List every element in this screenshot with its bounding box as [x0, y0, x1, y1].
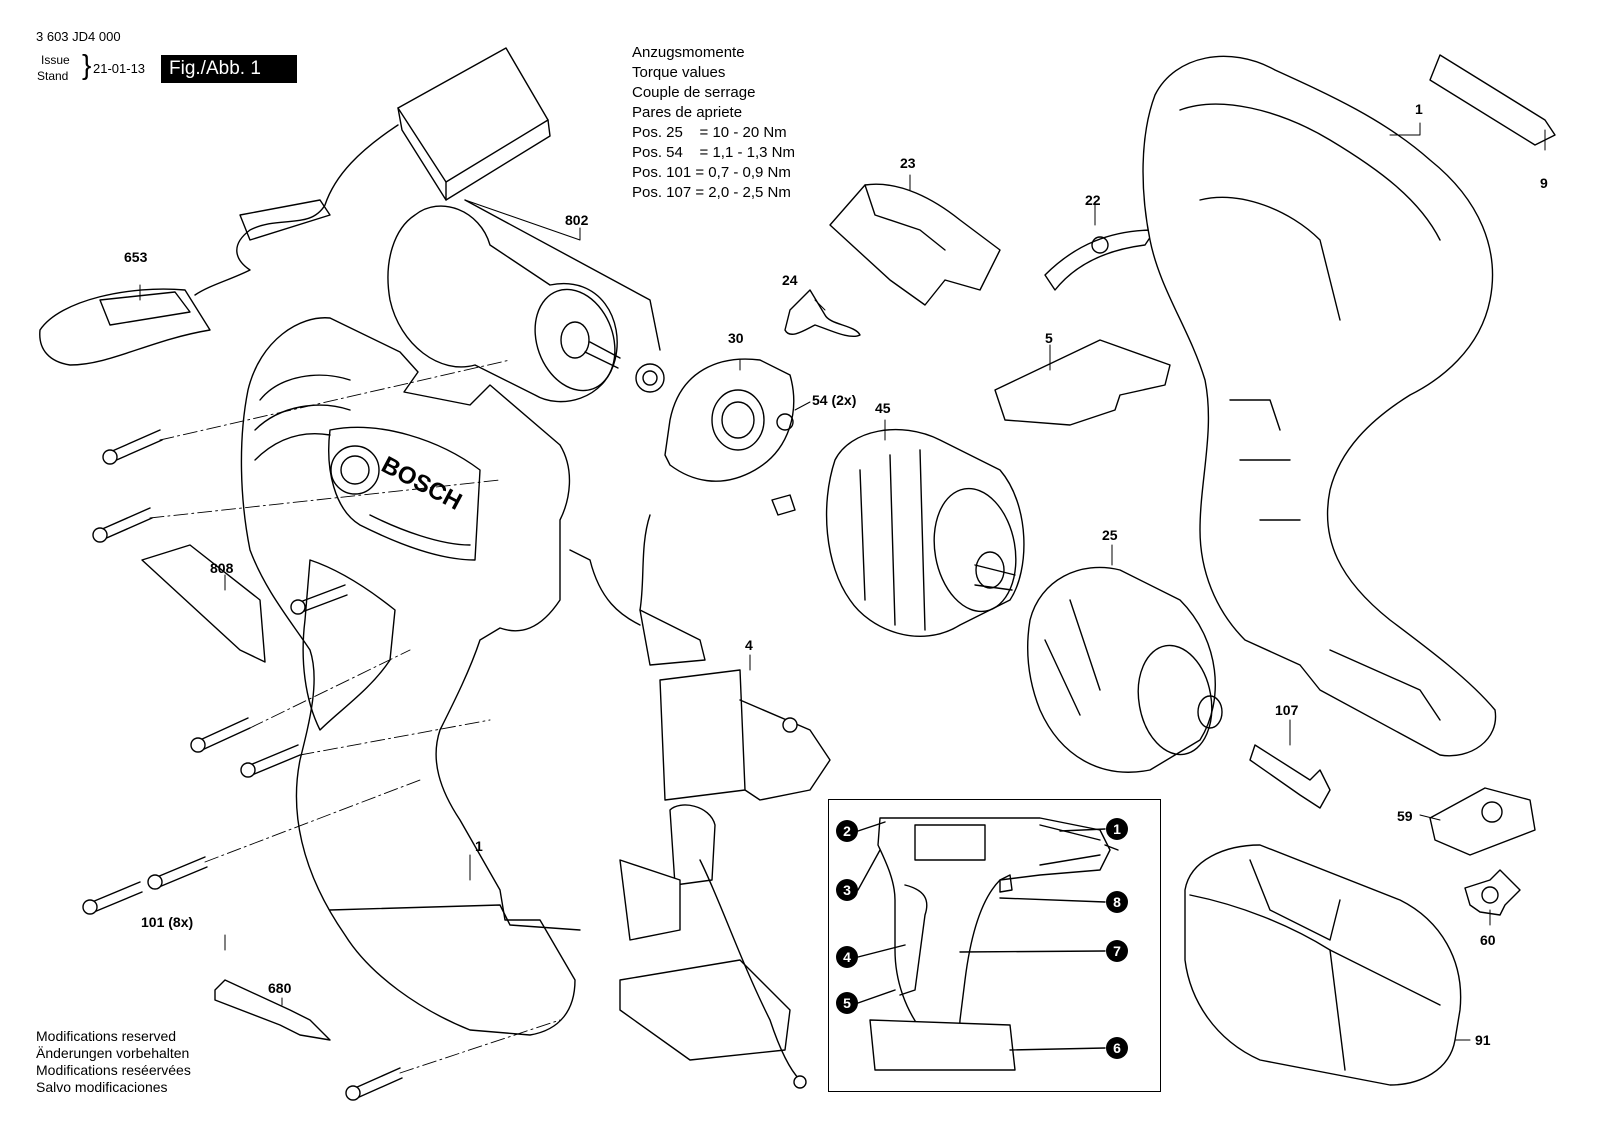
issue-label: Issue — [41, 53, 70, 67]
inset-callout-6: 6 — [1106, 1037, 1128, 1059]
part-number-24: 24 — [782, 272, 798, 288]
part-number-1-right: 1 — [1415, 101, 1423, 117]
part-number-653: 653 — [124, 249, 148, 265]
label-9 — [1429, 54, 1556, 146]
motor-802 — [387, 199, 665, 403]
inset-callout-2: 2 — [836, 820, 858, 842]
part-number-802: 802 — [565, 212, 589, 228]
part-number-30: 30 — [728, 330, 744, 346]
stand-label: Stand — [37, 69, 69, 83]
switch-5 — [994, 339, 1171, 426]
notice-line: Änderungen vorbehalten — [36, 1045, 190, 1061]
inset-callout-4: 4 — [836, 946, 858, 968]
torque-line: Couple de serrage — [632, 84, 756, 101]
part-number-45: 45 — [875, 400, 891, 416]
notice-line: Salvo modificaciones — [36, 1079, 168, 1095]
screw-107 — [1249, 744, 1331, 809]
part-60 — [1464, 869, 1521, 916]
clip-59 — [1429, 787, 1536, 856]
torque-line: Pos. 25 = 10 - 20 Nm — [632, 124, 787, 141]
screws-101 — [82, 429, 403, 1101]
issue-date: 21-01-13 — [93, 61, 146, 76]
charger-adapter-653 — [39, 47, 551, 366]
inset-drill-drawing — [857, 817, 1119, 1071]
part-number-25: 25 — [1102, 527, 1118, 543]
switch-4 — [569, 514, 831, 1089]
label-808 — [141, 544, 266, 663]
part-number-101: 101 (8x) — [141, 914, 194, 930]
gearbox-45 — [825, 428, 1025, 637]
part-number-4: 4 — [745, 637, 753, 653]
torque-line: Pos. 107 = 2,0 - 2,5 Nm — [632, 184, 791, 201]
inset-callout-3: 3 — [836, 879, 858, 901]
bit-680 — [214, 979, 331, 1041]
leader-lines — [139, 122, 1546, 1041]
notice-line: Modifications reséervées — [36, 1062, 191, 1078]
inset-callout-7: 7 — [1106, 940, 1128, 962]
part-number-60: 60 — [1480, 932, 1496, 948]
brace-glyph: } — [82, 49, 92, 80]
housing-right-1 — [1142, 55, 1497, 757]
torque-line: Anzugsmomente — [632, 44, 745, 61]
torque-line: Torque values — [632, 64, 726, 81]
part-23 — [829, 183, 1001, 306]
part-number-107: 107 — [1275, 702, 1299, 718]
notice-line: Modifications reserved — [36, 1028, 177, 1044]
housing-left-1 — [240, 317, 581, 1036]
part-number-23: 23 — [900, 155, 916, 171]
torque-values-table: Anzugsmomente Torque values Couple de se… — [632, 43, 795, 203]
torque-line: Pos. 54 = 1,1 - 1,3 Nm — [632, 144, 795, 161]
chuck-25 — [1026, 566, 1223, 773]
assembled-view-inset — [828, 799, 1161, 1092]
part-number-59: 59 — [1397, 808, 1413, 824]
document-code: 3 603 JD4 000 — [36, 29, 121, 44]
inset-callout-1: 1 — [1106, 818, 1128, 840]
assembly-lines — [149, 359, 561, 1074]
part-number-54: 54 (2x) — [812, 392, 857, 408]
torque-line: Pos. 101 = 0,7 - 0,9 Nm — [632, 164, 791, 181]
battery-91 — [1184, 844, 1462, 1086]
bearing-plate-30 — [664, 358, 796, 516]
inset-callout-8: 8 — [1106, 891, 1128, 913]
figure-label: Fig./Abb. 1 — [161, 55, 297, 83]
part-number-680: 680 — [268, 980, 292, 996]
part-number-9: 9 — [1540, 175, 1548, 191]
part-22 — [1044, 229, 1156, 291]
inset-callout-5: 5 — [836, 992, 858, 1014]
modifications-notice: Modifications reserved Änderungen vorbeh… — [36, 1028, 191, 1096]
part-number-1-left: 1 — [475, 838, 483, 854]
part-number-91: 91 — [1475, 1032, 1491, 1048]
part-number-808: 808 — [210, 560, 234, 576]
torque-line: Pares de apriete — [632, 104, 743, 121]
spring-24 — [784, 289, 861, 337]
part-number-5: 5 — [1045, 330, 1053, 346]
part-number-22: 22 — [1085, 192, 1101, 208]
